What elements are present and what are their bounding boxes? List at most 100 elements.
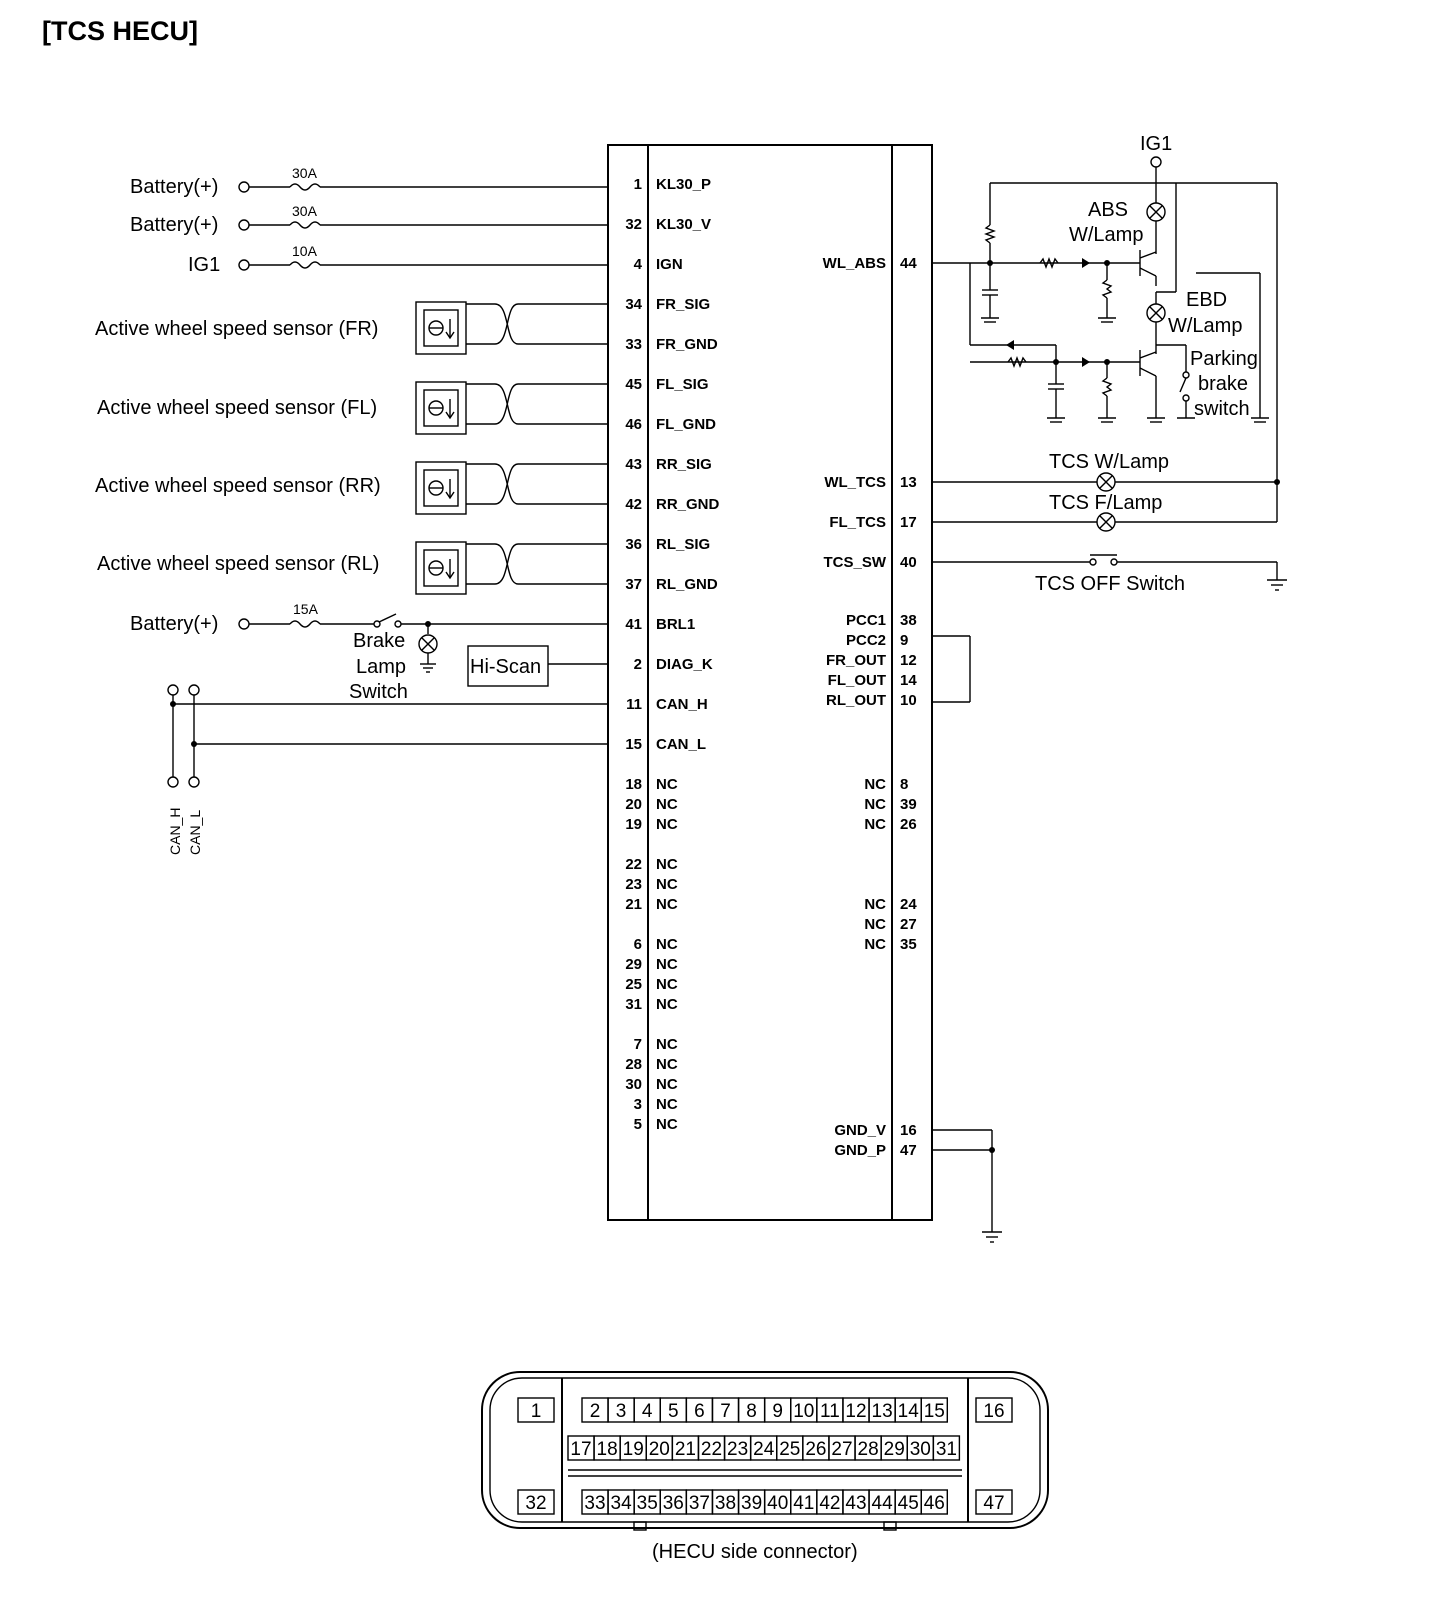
connector-pin: 38 xyxy=(715,1493,736,1514)
pin-number: 33 xyxy=(625,336,642,353)
pin-signal: FL_GND xyxy=(656,416,716,433)
abs-label-2: W/Lamp xyxy=(1069,224,1143,246)
connector-pin: 26 xyxy=(805,1439,826,1460)
hi-scan-connector: Hi-Scan xyxy=(467,645,608,687)
pin-number: 46 xyxy=(625,416,642,433)
pin-number: 12 xyxy=(900,652,917,669)
pin-number: 20 xyxy=(625,796,642,813)
pin-signal: NC xyxy=(656,936,678,953)
pin-signal: PCC2 xyxy=(846,632,886,649)
can-h-label: CAN_H xyxy=(167,808,183,855)
pin-number: 22 xyxy=(625,856,642,873)
battery-label-1: Battery(+) xyxy=(130,176,218,198)
power-inputs: Battery(+) 30A Battery(+) 30A IG1 10A xyxy=(130,165,608,276)
pin-number: 38 xyxy=(900,612,917,629)
twisted-pair-icon xyxy=(494,543,519,585)
pin-number: 17 xyxy=(900,514,917,531)
brake-label-2: Lamp xyxy=(356,656,406,678)
pin-signal: GND_V xyxy=(834,1122,886,1139)
pin-number: 28 xyxy=(625,1056,642,1073)
parking-label-1: Parking xyxy=(1190,348,1258,370)
pin-number: 39 xyxy=(900,796,917,813)
pin-signal: NC xyxy=(864,896,886,913)
connector-pin: 15 xyxy=(924,1401,945,1422)
pin-signal: FR_OUT xyxy=(826,652,886,669)
parking-label-2: brake xyxy=(1198,373,1248,395)
can-l-label: CAN_L xyxy=(187,810,203,855)
brake-label-1: Brake xyxy=(353,630,405,652)
connector-pin: 45 xyxy=(898,1493,919,1514)
pin-signal: FR_SIG xyxy=(656,296,710,313)
pin-number: 18 xyxy=(625,776,642,793)
warning-lamp-circuit: IG1 ABS W/Lamp EBD W/Lamp xyxy=(932,133,1278,522)
pin-number: 37 xyxy=(625,576,642,593)
connector-pin: 20 xyxy=(649,1439,670,1460)
resistor-icon xyxy=(1101,279,1113,299)
pin-signal: NC xyxy=(656,1096,678,1113)
switch-blade-icon xyxy=(378,613,397,623)
pin-signal: WL_TCS xyxy=(824,474,886,491)
connector-pin: 27 xyxy=(831,1439,852,1460)
page-title: [TCS HECU] xyxy=(42,16,198,46)
pin-number: 42 xyxy=(625,496,642,513)
pin-number: 45 xyxy=(625,376,642,393)
pin-number: 27 xyxy=(900,916,917,933)
pin-signal: NC xyxy=(656,796,678,813)
abs-lamp-icon xyxy=(1146,202,1166,222)
pin-number: 3 xyxy=(634,1096,642,1113)
battery-label-2: Battery(+) xyxy=(130,214,218,236)
pin-number: 16 xyxy=(900,1122,917,1139)
transistor-icon xyxy=(1139,250,1157,286)
sensor-fl-label: Active wheel speed sensor (FL) xyxy=(97,397,377,419)
ig1-right-label: IG1 xyxy=(1140,133,1172,155)
pin-number: 9 xyxy=(900,632,908,649)
pin-signal: FL_OUT xyxy=(828,672,886,689)
connector-pin: 17 xyxy=(570,1439,591,1460)
pin-number: 35 xyxy=(900,936,917,953)
fuse-rating-10a: 10A xyxy=(292,243,318,259)
connector-pin: 24 xyxy=(753,1439,775,1460)
connector-pin: 42 xyxy=(819,1493,840,1514)
diode-icon xyxy=(1082,258,1090,268)
pin-number: 43 xyxy=(625,456,642,473)
ig1-label: IG1 xyxy=(188,254,220,276)
ground-icon xyxy=(1267,579,1287,591)
ground-icon xyxy=(982,1231,1002,1243)
connector-pin: 2 xyxy=(590,1401,601,1422)
pin-number: 15 xyxy=(625,736,642,753)
connector-pin-47: 47 xyxy=(983,1493,1004,1514)
switch-contact-icon xyxy=(394,620,402,628)
pin-number: 47 xyxy=(900,1142,917,1159)
tcs-lamp-circuit: TCS W/Lamp TCS F/Lamp TCS OFF Switch xyxy=(932,451,1287,1243)
pin-number: 14 xyxy=(900,672,917,689)
pin-number: 25 xyxy=(625,976,642,993)
sensor-rr-label: Active wheel speed sensor (RR) xyxy=(95,475,381,497)
tcs-warning-lamp-icon xyxy=(1096,472,1116,492)
pin-signal: NC xyxy=(656,1076,678,1093)
fuse-icon xyxy=(289,261,321,269)
pin-number: 23 xyxy=(625,876,642,893)
pin-signal: NC xyxy=(656,996,678,1013)
ebd-label-1: EBD xyxy=(1186,289,1227,311)
connector-pin: 44 xyxy=(872,1493,894,1514)
pin-number: 24 xyxy=(900,896,917,913)
pin-signal: RL_GND xyxy=(656,576,718,593)
resistor-icon xyxy=(1007,356,1027,368)
diode-icon xyxy=(1006,340,1014,350)
twisted-pair-icon xyxy=(494,383,519,425)
pin-number: 34 xyxy=(625,296,642,313)
fuse-rating-30a-2: 30A xyxy=(292,203,318,219)
terminal-icon xyxy=(238,618,250,630)
pin-number: 36 xyxy=(625,536,642,553)
pin-signal: NC xyxy=(864,816,886,833)
connector-pin: 30 xyxy=(910,1439,931,1460)
pin-number: 10 xyxy=(900,692,917,709)
connector-pin: 14 xyxy=(898,1401,920,1422)
connector-pin: 8 xyxy=(746,1401,757,1422)
switch-contact-icon xyxy=(1182,371,1190,379)
parking-label-3: switch xyxy=(1194,398,1250,420)
pin-signal: NC xyxy=(656,1056,678,1073)
